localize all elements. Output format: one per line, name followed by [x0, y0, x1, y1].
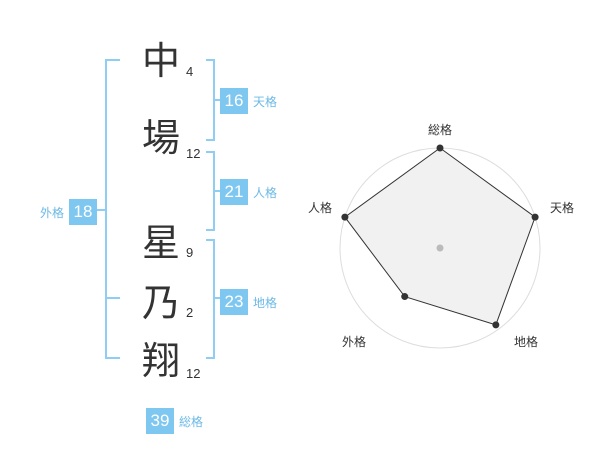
- stroke-count-5: 12: [186, 366, 201, 381]
- gaikaku-badge: 外格 18: [40, 199, 98, 225]
- tenkaku-badge: 16 天格: [220, 88, 277, 114]
- chikaku-label: 地格: [253, 295, 278, 310]
- radar-label-jinkaku: 人格: [308, 200, 332, 215]
- name-char-5: 翔: [141, 339, 180, 383]
- radar-point-2: [492, 321, 500, 329]
- radar-label-soukaku: 総格: [428, 122, 452, 137]
- tenkaku-label: 天格: [253, 94, 278, 109]
- stroke-count-1: 4: [186, 64, 194, 79]
- jinkaku-badge: 21 人格: [220, 179, 277, 205]
- radar-point-4: [341, 213, 349, 221]
- name-char-1: 中: [141, 39, 180, 83]
- name-char-3: 星: [141, 221, 180, 265]
- soukaku-value: 39: [146, 408, 174, 434]
- tenkaku-bracket: [206, 59, 215, 141]
- gaikaku-label: 外格: [40, 205, 65, 220]
- radar-point-3: [401, 293, 409, 301]
- stroke-count-4: 2: [186, 305, 194, 320]
- jinkaku-label: 人格: [253, 185, 278, 200]
- radar-points: [341, 144, 539, 329]
- name-char-2: 場: [141, 116, 180, 160]
- stroke-count-2: 12: [186, 146, 201, 161]
- soukaku-badge: 39 総格: [146, 408, 203, 434]
- radar-label-tenkaku: 天格: [550, 200, 574, 215]
- radar-label-chikaku: 地格: [514, 334, 538, 349]
- jinkaku-value: 21: [220, 179, 248, 205]
- stroke-count-3: 9: [186, 245, 194, 260]
- chikaku-badge: 23 地格: [220, 289, 277, 315]
- radar-polygon: [344, 147, 536, 326]
- chikaku-value: 23: [220, 289, 248, 315]
- jinkaku-bracket: [206, 151, 215, 231]
- radar-chart: 総格 天格 地格 外格 人格: [308, 122, 574, 349]
- soukaku-label: 総格: [179, 414, 204, 429]
- chikaku-bracket: [206, 239, 215, 359]
- radar-center-dot: [436, 244, 444, 252]
- radar-point-0: [436, 144, 444, 152]
- radar-point-1: [531, 213, 539, 221]
- tenkaku-value: 16: [220, 88, 248, 114]
- name-char-4: 乃: [141, 281, 180, 325]
- gaikaku-value: 18: [69, 199, 98, 225]
- radar-label-gaikaku: 外格: [342, 334, 366, 349]
- gaikaku-bracket: [105, 59, 120, 359]
